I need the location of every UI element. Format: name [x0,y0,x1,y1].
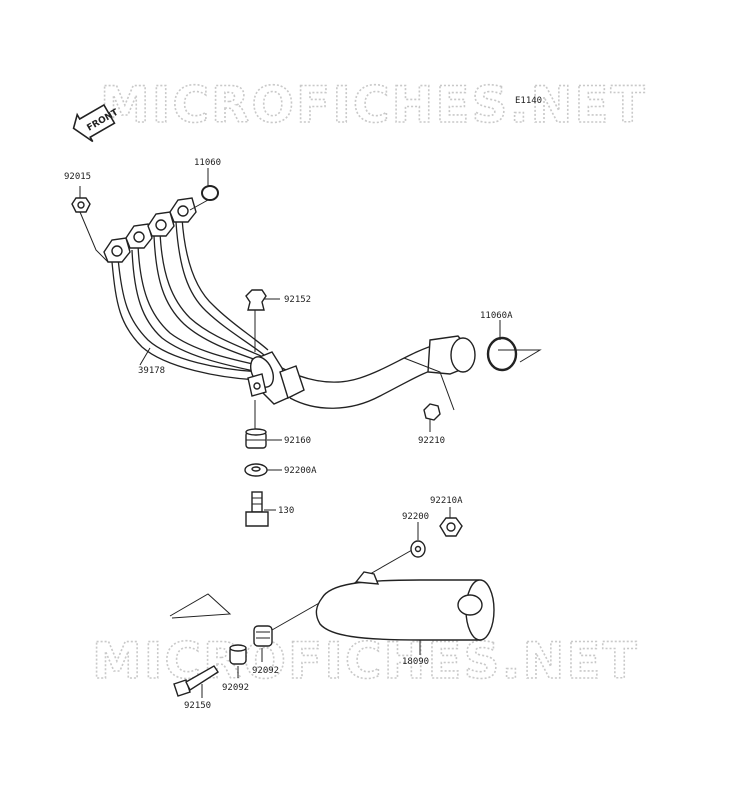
nut-92210 [423,403,441,421]
label-92092-a: 92092 [222,683,249,693]
bolt-92150 [173,665,219,697]
pipe-flange [103,237,131,263]
watermark-top: MICROFICHES.NET [100,76,647,134]
label-92210A: 92210A [430,496,463,506]
label-92200: 92200 [402,512,429,522]
nut-92210A [439,517,463,537]
nut-92015 [71,197,91,213]
header-pipe-assembly [103,197,476,409]
label-11060A: 11060A [480,311,513,321]
gasket-ring-11060A [486,336,518,372]
label-92210: 92210 [418,436,445,446]
collar-92152 [245,289,267,311]
diagram-code: E1140 [515,96,542,106]
label-18090: 18090 [402,657,429,667]
label-92092-b: 92092 [252,666,279,676]
label-39178: 39178 [138,366,165,376]
washer-92200 [410,540,426,558]
label-92160: 92160 [284,436,311,446]
grommet-92092-a [229,644,247,665]
label-92015: 92015 [64,172,91,182]
label-11060: 11060 [194,158,221,168]
label-92200A: 92200A [284,466,317,476]
label-92152: 92152 [284,295,311,305]
damper-92160 [245,428,267,449]
washer-92200A [244,463,268,477]
watermark-bottom: MICROFICHES.NET [92,632,639,690]
bolt-130 [245,491,269,527]
muffler-18090 [315,571,495,641]
grommet-92092-b [253,625,273,647]
label-130: 130 [278,506,294,516]
label-92150: 92150 [184,701,211,711]
pipe-flange [125,223,153,249]
pipe-flange [147,211,175,237]
pipe-flange [169,197,197,223]
gasket-11060 [201,185,219,201]
